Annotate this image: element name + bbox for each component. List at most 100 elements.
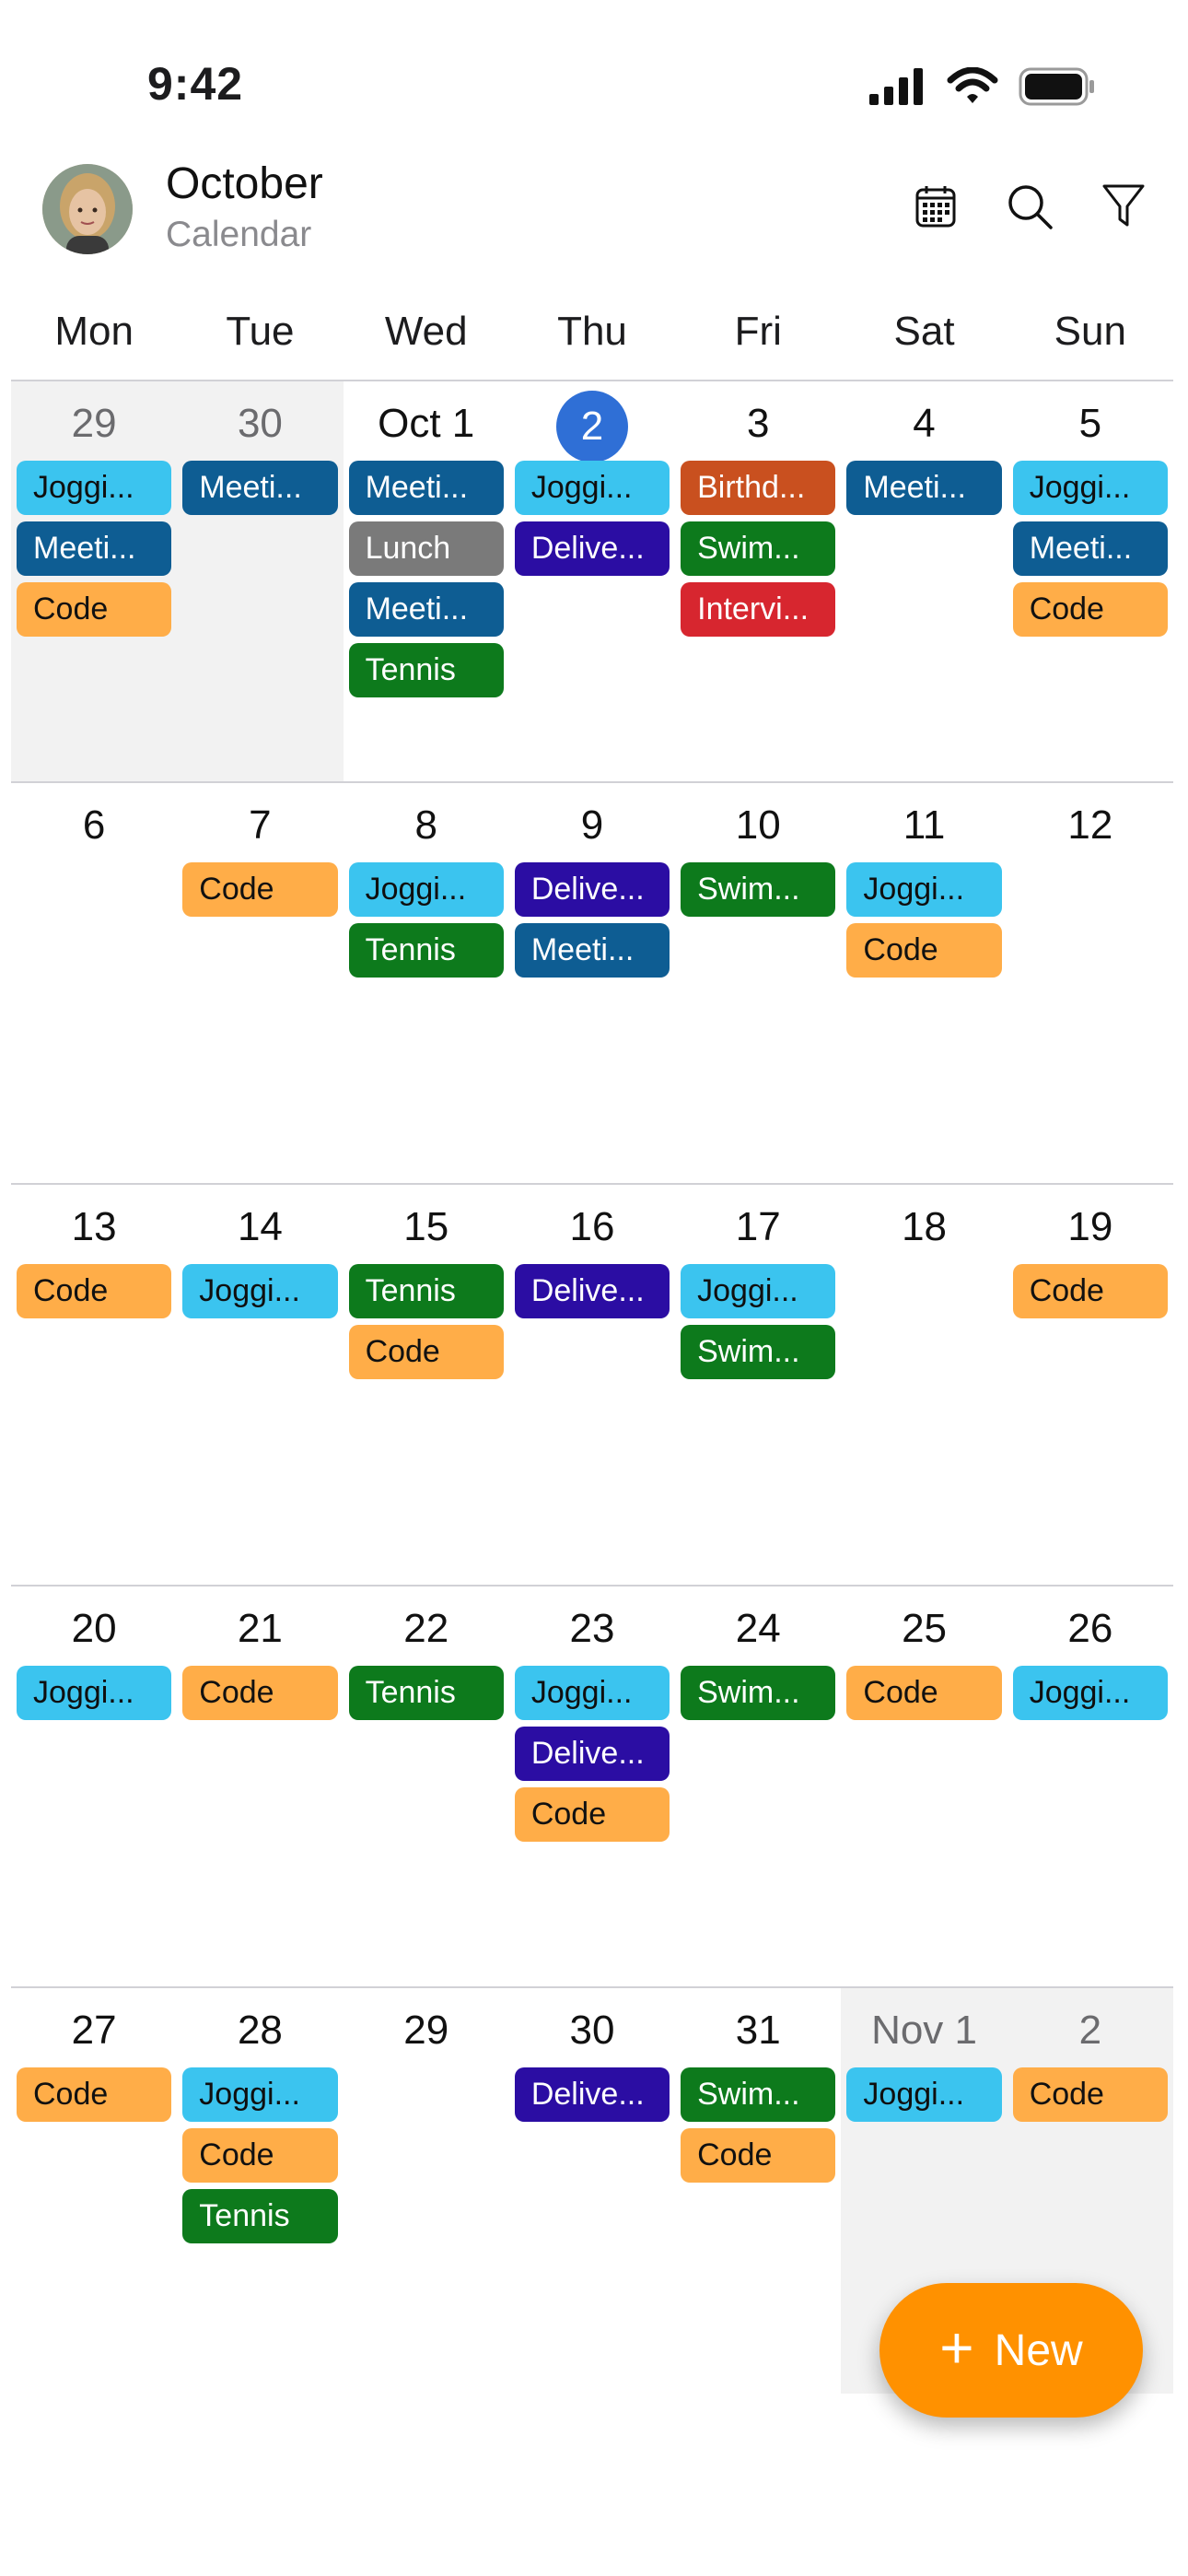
day-events: Joggi... [182,1264,338,1318]
calendar-icon [915,186,956,228]
event-chip[interactable]: Joggi... [1012,1666,1168,1720]
event-chip[interactable]: Tennis [348,1264,504,1318]
today-indicator: 2 [509,391,675,463]
event-chip[interactable]: Code [514,1787,670,1842]
event-chip[interactable]: Code [846,1666,1002,1720]
event-chip[interactable]: Code [846,923,1002,978]
event-chip[interactable]: Delive... [514,2067,670,2122]
event-chip[interactable]: Joggi... [17,461,172,515]
calendar-day-cell[interactable]: 6 [11,783,177,1183]
event-chip[interactable]: Delive... [514,1727,670,1781]
event-chip[interactable]: Code [1012,2067,1168,2122]
event-chip[interactable]: Joggi... [348,862,504,917]
day-events: Tennis [348,1666,504,1720]
event-chip[interactable]: Tennis [182,2189,338,2243]
event-chip[interactable]: Joggi... [846,2067,1002,2122]
search-button[interactable] [1002,179,1057,234]
event-chip[interactable]: Code [182,1666,338,1720]
event-chip[interactable]: Code [17,582,172,637]
new-event-button[interactable]: + New [879,2283,1143,2418]
event-chip[interactable]: Joggi... [514,461,670,515]
day-number: 20 [71,1606,117,1651]
day-number: 21 [237,1606,283,1651]
calendar-day-cell[interactable]: 29 [344,1988,509,2394]
event-chip[interactable]: Birthd... [681,461,836,515]
day-events: Birthd... Swim... Intervi... [681,461,836,637]
event-chip[interactable]: Swim... [681,521,836,576]
event-chip[interactable]: Code [681,2128,836,2183]
event-chip[interactable]: Intervi... [681,582,836,637]
event-chip[interactable]: Delive... [514,521,670,576]
event-chip[interactable]: Swim... [681,1325,836,1379]
event-chip[interactable]: Delive... [514,862,670,917]
event-chip[interactable]: Meeti... [348,461,504,515]
filter-button[interactable] [1096,179,1151,234]
event-chip[interactable]: Swim... [681,1666,836,1720]
event-chip[interactable]: Meeti... [17,521,172,576]
event-chip[interactable]: Code [17,1264,172,1318]
event-chip[interactable]: Meeti... [514,923,670,978]
event-chip[interactable]: Joggi... [681,1264,836,1318]
event-chip[interactable]: Code [182,2128,338,2183]
calendar-day-cell[interactable]: 18 [841,1185,1007,1585]
event-chip[interactable]: Lunch [348,521,504,576]
event-chip[interactable]: Meeti... [846,461,1002,515]
event-chip[interactable]: Meeti... [182,461,338,515]
event-chip[interactable]: Meeti... [1012,521,1168,576]
day-number: 16 [569,1204,615,1249]
event-chip[interactable]: Tennis [348,1666,504,1720]
event-chip[interactable]: Delive... [514,1264,670,1318]
event-chip[interactable]: Joggi... [514,1666,670,1720]
event-chip[interactable]: Joggi... [182,2067,338,2122]
event-chip[interactable]: Joggi... [17,1666,172,1720]
event-chip[interactable]: Meeti... [348,582,504,637]
event-chip[interactable]: Code [182,862,338,917]
event-chip[interactable]: Joggi... [846,862,1002,917]
calendar-view-button[interactable] [908,179,963,234]
event-chip[interactable]: Tennis [348,643,504,697]
event-chip[interactable]: Joggi... [1012,461,1168,515]
day-events: Code [1012,2067,1168,2122]
event-chip[interactable]: Code [348,1325,504,1379]
event-chip[interactable]: Swim... [681,862,836,917]
event-chip[interactable]: Code [17,2067,172,2122]
event-chip[interactable]: Code [1012,582,1168,637]
event-chip[interactable]: Tennis [348,923,504,978]
event-chip[interactable]: Swim... [681,2067,836,2122]
event-chip[interactable]: Code [1012,1264,1168,1318]
calendar-day-cell[interactable]: 12 [1007,783,1173,1183]
user-avatar[interactable] [42,164,133,254]
event-chip[interactable]: Joggi... [182,1264,338,1318]
